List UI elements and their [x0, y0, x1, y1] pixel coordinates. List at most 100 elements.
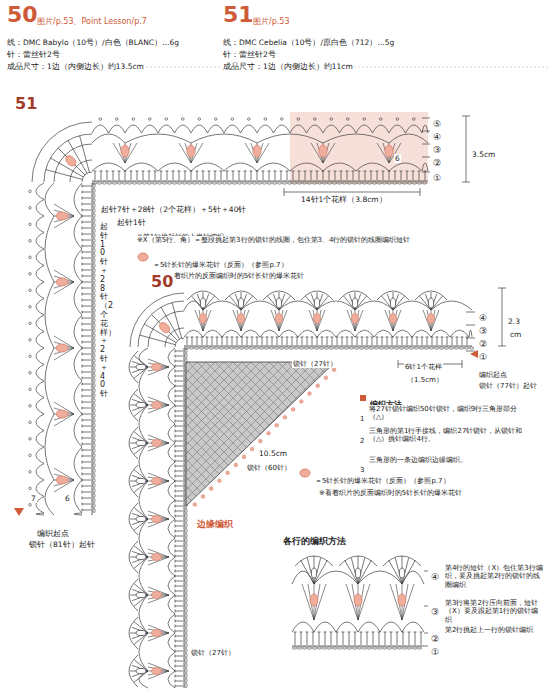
chain-stitch: [137, 182, 141, 184]
label-slot: 线：DMC Babylo（10号）/白色（BLANC）…6g: [6, 30, 180, 49]
edging-dot: [259, 439, 263, 443]
chain-stitch: [309, 347, 313, 349]
chain-stitch: [377, 182, 381, 184]
chain-stitch: [93, 393, 95, 397]
inset-sample: [292, 556, 424, 649]
chain-arc-row: [45, 183, 54, 515]
chain-stitch: [219, 347, 223, 349]
popcorn-symbol: [300, 469, 310, 477]
row-number: ②: [432, 158, 442, 169]
label-slot: 第4行的短针（X）包住第3行编织，要及挑起第2行的锁针的线圈编织: [444, 564, 544, 589]
popcorn-stitch: [319, 145, 327, 157]
chain-stitch: [277, 182, 281, 184]
popcorn-stitch: [398, 594, 406, 606]
edging-dot: [234, 463, 238, 467]
chain-stitch: [185, 353, 187, 357]
chain-loop-row: [168, 348, 175, 688]
picot: [165, 118, 168, 121]
chain-stitch: [93, 188, 95, 192]
picot: [215, 118, 218, 121]
chain-stitch: [287, 182, 291, 184]
label-slot: ②: [430, 627, 440, 646]
chain-stitch: [93, 353, 95, 357]
picot: [29, 240, 32, 243]
scallop-row: [36, 183, 44, 515]
chain-stitch: [185, 543, 187, 547]
chain-stitch: [142, 182, 146, 184]
popcorn-symbol: [138, 253, 148, 261]
label-slot: 50: [150, 272, 174, 291]
popcorn-stitch: [152, 478, 162, 485]
note-text: 线：DMC Babylo（10号）/白色（BLANC）…6g: [6, 38, 180, 47]
chain-stitch: [262, 182, 266, 184]
section-heading: 各行的编织方法: [282, 536, 347, 546]
stitch-row: [82, 185, 91, 512]
chain-stitch: [177, 182, 181, 184]
edging-dot: [250, 447, 254, 451]
chain-stitch: [192, 182, 196, 184]
label-slot: 6针1个花样: [404, 354, 443, 373]
chain-stitch: [182, 182, 186, 184]
chain-stitch: [93, 268, 95, 272]
chain-stitch: [185, 523, 187, 527]
picot: [29, 322, 32, 325]
chain-stitch: [185, 663, 187, 667]
stitch-row: [186, 337, 469, 345]
label-slot: 图片/p.53、Point Lesson/p.7: [36, 9, 148, 28]
note-text: 编织起点: [478, 371, 508, 379]
start-arrow: [14, 508, 24, 516]
pattern-number: 51: [222, 2, 255, 28]
chain-stitch: [185, 618, 187, 622]
edging-dot: [209, 487, 213, 491]
chain-loop-row: [74, 183, 82, 515]
note-text: 2: [359, 437, 365, 445]
chain-stitch: [307, 182, 311, 184]
picot: [264, 118, 267, 121]
chain-stitch: [357, 182, 361, 184]
chain-stitch: [422, 182, 426, 184]
edging-dot: [332, 368, 336, 372]
chain-stitch: [387, 182, 391, 184]
bottle-stitch: [136, 402, 146, 407]
chain-stitch: [322, 647, 326, 649]
edging-dot: [242, 455, 246, 459]
picot: [29, 306, 32, 309]
row-number: ③: [432, 145, 442, 156]
label-slot: 第3行将第2行压向前面，短针（X）要及跟起第1行的锁针编织: [444, 599, 544, 624]
chain-stitch: [93, 198, 95, 202]
chain-stitch: [264, 347, 268, 349]
picot: [29, 454, 32, 457]
fan-stitches: [195, 310, 439, 331]
chain-stitch: [334, 347, 338, 349]
section-heading: 边缘编织: [196, 519, 234, 530]
note-text: 1: [359, 415, 365, 423]
chain-stitch: [185, 603, 187, 607]
chain-stitch: [364, 347, 368, 349]
chain-stitch: [284, 347, 288, 349]
picot: [29, 256, 32, 259]
chain-stitch: [434, 347, 438, 349]
picot: [29, 471, 32, 474]
chain-stitch: [402, 182, 406, 184]
base-line: [184, 348, 185, 688]
note-text: 3: [359, 466, 365, 474]
label-slot: 6: [394, 146, 401, 165]
picot: [99, 118, 102, 121]
note-text: 6针1个花样: [404, 363, 443, 371]
chain-stitch: [227, 182, 231, 184]
chain-stitch: [399, 347, 403, 349]
chain-stitch: [172, 182, 176, 184]
chain-stitch: [93, 378, 95, 382]
note-text: 将27针锁针编织50针锁针，编织9行三角形部分（△）: [368, 405, 530, 422]
label-slot: 将27针锁针编织50针锁针，编织9行三角形部分（△）: [368, 405, 530, 422]
edging-dot: [218, 479, 222, 483]
note-text: 7: [30, 494, 37, 503]
edging-dot: [275, 424, 279, 428]
row-number: ①: [430, 647, 440, 658]
chain-stitch: [185, 638, 187, 642]
edging-dot: [300, 400, 304, 404]
chain-stitch: [93, 358, 95, 362]
chain-stitch: [339, 347, 343, 349]
base-line: [184, 346, 472, 347]
chain-stitch: [302, 647, 306, 649]
